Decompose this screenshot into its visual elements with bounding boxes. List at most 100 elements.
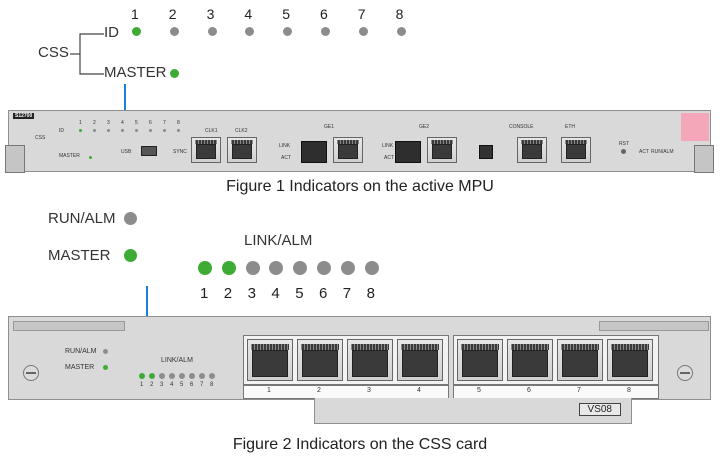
ge1-rj45-port	[333, 137, 363, 163]
clk1-port	[191, 137, 221, 163]
board-css-label: CSS	[35, 135, 46, 141]
card-link-alm-led	[209, 373, 215, 379]
card-link-alm-number: 5	[180, 382, 184, 388]
rst-label: RST	[619, 141, 629, 147]
card-link-alm-led	[189, 373, 195, 379]
board-model: S12700	[13, 113, 35, 119]
card-link-alm-led	[179, 373, 185, 379]
ge1-link-label: LINK	[279, 143, 291, 149]
card-rj45-port	[397, 339, 443, 381]
usb-port	[141, 146, 157, 156]
run-alm-indicator	[124, 212, 137, 225]
card-link-alm-number: 6	[190, 382, 194, 388]
console-label: CONSOLE	[509, 124, 534, 130]
id-indicator-led	[207, 27, 217, 36]
board-mini-number: 8	[177, 120, 180, 126]
callout-line	[124, 84, 126, 122]
id-indicator-number: 3	[206, 6, 215, 22]
link-alm-indicator-number: 2	[223, 285, 233, 302]
board-mini-led	[107, 129, 110, 132]
master-label-2: MASTER	[48, 247, 111, 264]
link-alm-indicator-number: 3	[247, 285, 256, 302]
ge2-link-label: LINK	[382, 143, 394, 149]
card-link-alm-number: 4	[170, 382, 174, 388]
board-mini-number: 6	[149, 120, 152, 126]
link-alm-indicator-number: 5	[295, 285, 304, 302]
id-indicator-led	[358, 27, 368, 36]
link-alm-indicator-number: 4	[271, 285, 280, 302]
master-indicator-2	[124, 249, 137, 262]
link-alm-indicator-led	[293, 261, 308, 275]
usb-label: USB	[121, 149, 132, 155]
link-alm-indicator-led	[221, 261, 236, 275]
card-link-alm-number: 3	[160, 382, 164, 388]
left-screw	[23, 365, 39, 381]
right-ejector	[694, 145, 714, 173]
link-alm-indicator-led	[364, 261, 379, 275]
clk2-port	[227, 137, 257, 163]
ge1-sfp-port	[301, 141, 327, 163]
card-link-alm-led	[169, 373, 175, 379]
id-indicator-number: 1	[131, 6, 139, 22]
ge1-label: GE1	[324, 124, 335, 130]
card-rj45-port	[557, 339, 603, 381]
board-mini-number: 7	[163, 120, 166, 126]
board-mini-led	[163, 129, 166, 132]
card-lower-tab: VS08	[314, 398, 632, 424]
link-alm-indicator-led	[245, 261, 260, 275]
id-indicator-number: 4	[244, 6, 253, 22]
board-mini-number: 3	[107, 120, 110, 126]
card-link-alm-led	[159, 373, 165, 379]
id-label: ID	[104, 24, 119, 41]
card-model-label: VS08	[578, 403, 621, 416]
rst-button	[621, 149, 626, 154]
clk2-label: CLK2	[235, 128, 248, 134]
card-link-alm-led	[199, 373, 205, 379]
id-indicator-number: 6	[320, 6, 328, 22]
css-bracket	[70, 33, 104, 75]
board-mini-number: 5	[135, 120, 138, 126]
id-indicator-led	[396, 27, 406, 36]
board-mini-led	[135, 129, 138, 132]
card-run-alm-label: RUN/ALM	[65, 348, 97, 355]
card-link-alm-number: 2	[150, 382, 154, 388]
card-link-alm-label: LINK/ALM	[161, 357, 193, 364]
card-rj45-port	[247, 339, 293, 381]
board-mini-led	[93, 129, 96, 132]
link-alm-indicator-led	[269, 261, 284, 275]
id-indicator-led	[132, 27, 141, 36]
card-link-alm-number: 1	[140, 382, 144, 388]
link-alm-indicator-led	[340, 261, 355, 275]
eth-label: ETH	[565, 124, 575, 130]
master-label: MASTER	[104, 64, 167, 81]
card-port-number: 3	[367, 387, 371, 394]
run-alm-label: RUN/ALM	[48, 210, 116, 227]
eth-port	[561, 137, 591, 163]
board-mini-number: 2	[93, 120, 96, 126]
card-port-number: 1	[267, 387, 271, 394]
card-port-number: 8	[627, 387, 631, 394]
link-alm-label: LINK/ALM	[244, 232, 313, 249]
card-top-rail-left	[13, 321, 125, 331]
ge2-sfp-port	[395, 141, 421, 163]
id-indicator-led	[245, 27, 255, 36]
board-master-led	[89, 156, 92, 159]
pink-accent	[681, 113, 709, 141]
link-alm-indicator-number: 6	[319, 285, 328, 302]
ge2-rj45-port	[427, 137, 457, 163]
ge1-act-label: ACT	[281, 155, 291, 161]
id-indicator-number: 2	[168, 6, 177, 22]
clk1-label: CLK1	[205, 128, 218, 134]
id-indicator-number: 5	[282, 6, 290, 22]
id-indicator-led	[283, 27, 293, 36]
board-run-alm-label: RUN/ALM	[651, 149, 674, 155]
card-run-alm-led	[103, 349, 108, 354]
id-indicator-led	[321, 27, 330, 36]
figure-2-caption: Figure 2 Indicators on the CSS card	[232, 436, 488, 453]
card-rj45-port	[297, 339, 343, 381]
card-rj45-port	[607, 339, 653, 381]
board-mini-led	[79, 129, 82, 132]
card-rj45-port	[507, 339, 553, 381]
